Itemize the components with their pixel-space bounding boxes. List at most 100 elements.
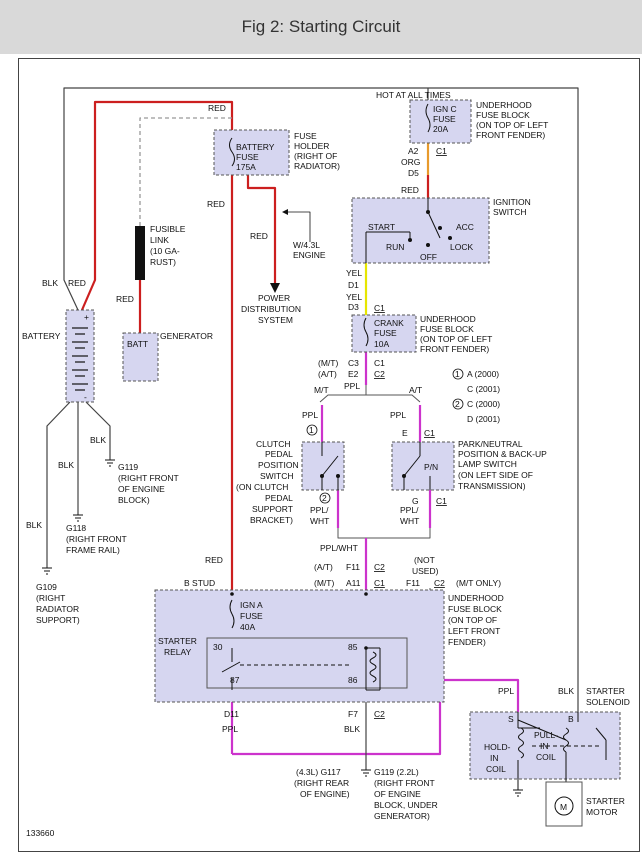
label-g119-gen-5: GENERATOR): [374, 811, 430, 821]
label-hot-at-all-times: HOT AT ALL TIMES: [376, 90, 451, 100]
label-g119-gen-2: (RIGHT FRONT: [374, 778, 435, 788]
label-note-1a: A (2000): [467, 369, 499, 379]
label-pn-switch-2: POSITION & BACK-UP: [458, 449, 547, 459]
generator-batt-box: [122, 332, 159, 382]
label-underhood-crank-1: UNDERHOOD: [420, 314, 476, 324]
label-f7: F7: [348, 709, 358, 719]
label-clutch-1: CLUTCH: [256, 439, 290, 449]
label-red-fuse: RED: [207, 199, 225, 209]
label-acc: ACC: [456, 222, 474, 232]
label-b-stud: B STUD: [184, 578, 215, 588]
label-note-1c: C (2001): [467, 384, 500, 394]
label-mt-paren: (M/T): [318, 358, 338, 368]
crank-fuse-symbol: [363, 317, 369, 347]
label-org: ORG: [401, 157, 420, 167]
relay-internals: [221, 647, 381, 691]
label-starter-relay-1: STARTER: [158, 636, 197, 646]
label-yel-1: YEL: [346, 268, 362, 278]
ign-c-fuse-box: [409, 99, 472, 144]
label-c1-crank-top: C1: [374, 303, 385, 313]
starter-motor-circle: [554, 796, 574, 816]
label-underhood-bottom-4: LEFT FRONT: [448, 626, 500, 636]
label-starter-motor-2: MOTOR: [586, 807, 617, 817]
label-c1-pn-bottom: C1: [436, 496, 447, 506]
ground-g109: [42, 567, 52, 575]
ground-g117: [361, 769, 371, 777]
label-g119-gen-1: G119 (2.2L): [374, 767, 419, 777]
label-c1-mt: C1: [374, 578, 385, 588]
label-starter-solenoid-2: SOLENOID: [586, 697, 630, 707]
label-g117-2: (RIGHT REAR: [294, 778, 349, 788]
note-circle-2-b: [319, 492, 331, 504]
label-not-used-2: USED): [412, 566, 439, 576]
label-g109-2: (RIGHT: [36, 593, 65, 603]
label-d11: D11: [224, 709, 239, 719]
label-f11-mt: F11: [406, 578, 420, 588]
label-w43l-2: ENGINE: [293, 250, 326, 260]
battery-fuse-box: [213, 129, 290, 176]
label-ppl-crank: PPL: [344, 381, 360, 391]
label-a2: A2: [408, 146, 419, 156]
label-ign-a-3: 40A: [240, 622, 255, 632]
label-b: B: [568, 714, 574, 724]
ign-c-fuse-symbol: [425, 103, 431, 133]
label-fusible-4: RUST): [150, 257, 176, 267]
label-c2-crank: C2: [374, 369, 385, 379]
label-w43l-1: W/4.3L: [293, 240, 320, 250]
label-g: G: [412, 496, 419, 506]
label-note-1: 1: [455, 369, 460, 379]
header-bar: Fig 2: Starting Circuit: [0, 0, 642, 54]
note-circle-1-a: [452, 368, 464, 380]
label-starter-solenoid-1: STARTER: [586, 686, 625, 696]
label-clutch-4: SWITCH: [260, 471, 294, 481]
wire-blk-g119: [85, 401, 111, 460]
label-pdist-1: POWER: [258, 293, 290, 303]
label-e2: E2: [348, 369, 359, 379]
label-g119-front-1: G119: [118, 462, 138, 472]
wire-blk-g109: [46, 401, 71, 568]
label-pin-87: 87: [230, 675, 240, 685]
label-g119-gen-4: BLOCK, UNDER: [374, 800, 438, 810]
label-blk-battery: BLK: [42, 278, 58, 288]
label-fuse-holder-3: (RIGHT OF: [294, 151, 337, 161]
label-generator: GENERATOR: [160, 331, 213, 341]
label-red-pdist: RED: [250, 231, 268, 241]
wire-red-power-dist: [246, 175, 277, 283]
label-clutch-2: PEDAL: [265, 449, 293, 459]
label-red-battery: RED: [68, 278, 86, 288]
label-ign-c-3: 20A: [433, 124, 448, 134]
label-starter-motor-1: STARTER: [586, 796, 625, 806]
label-motor-m: M: [560, 802, 567, 812]
label-pplwht-pn-1: PPL/: [400, 505, 419, 515]
wire-dashed-fusible: [139, 117, 232, 226]
label-red-top: RED: [208, 103, 226, 113]
battery-fuse-symbol: [229, 137, 235, 167]
wire-red-battery-fuse: [80, 100, 234, 311]
label-blk-g119: BLK: [90, 435, 106, 445]
label-d3: D3: [348, 302, 359, 312]
label-pull-in-1: PULL-: [534, 730, 558, 740]
label-g119-front-2: (RIGHT FRONT: [118, 473, 179, 483]
label-pplwht-pn-2: WHT: [400, 516, 419, 526]
label-pin-86: 86: [348, 675, 358, 685]
label-note-2d: D (2001): [467, 414, 500, 424]
label-ign-a-1: IGN A: [240, 600, 263, 610]
label-clutch-3: POSITION: [258, 460, 299, 470]
wires: [46, 87, 579, 770]
label-c1-pn-top: C1: [424, 428, 435, 438]
label-battery-fuse-3: 175A: [236, 162, 256, 172]
label-lock: LOCK: [450, 242, 473, 252]
label-pin-85: 85: [348, 642, 358, 652]
label-g119-front-4: BLOCK): [118, 495, 150, 505]
label-clutch-8: BRACKET): [250, 515, 293, 525]
clutch-switch-box: [301, 441, 345, 491]
label-c2-at: C2: [374, 562, 385, 572]
battery: + -: [65, 309, 95, 403]
wire-split-bus: [319, 394, 421, 403]
label-underhood-crank-2: FUSE BLOCK: [420, 324, 474, 334]
starter-relay-box: [206, 637, 408, 689]
label-underhood-bottom-3: (ON TOP OF: [448, 615, 497, 625]
label-battery: BATTERY: [22, 331, 61, 341]
ign-a-fuse-symbol: [229, 599, 235, 629]
